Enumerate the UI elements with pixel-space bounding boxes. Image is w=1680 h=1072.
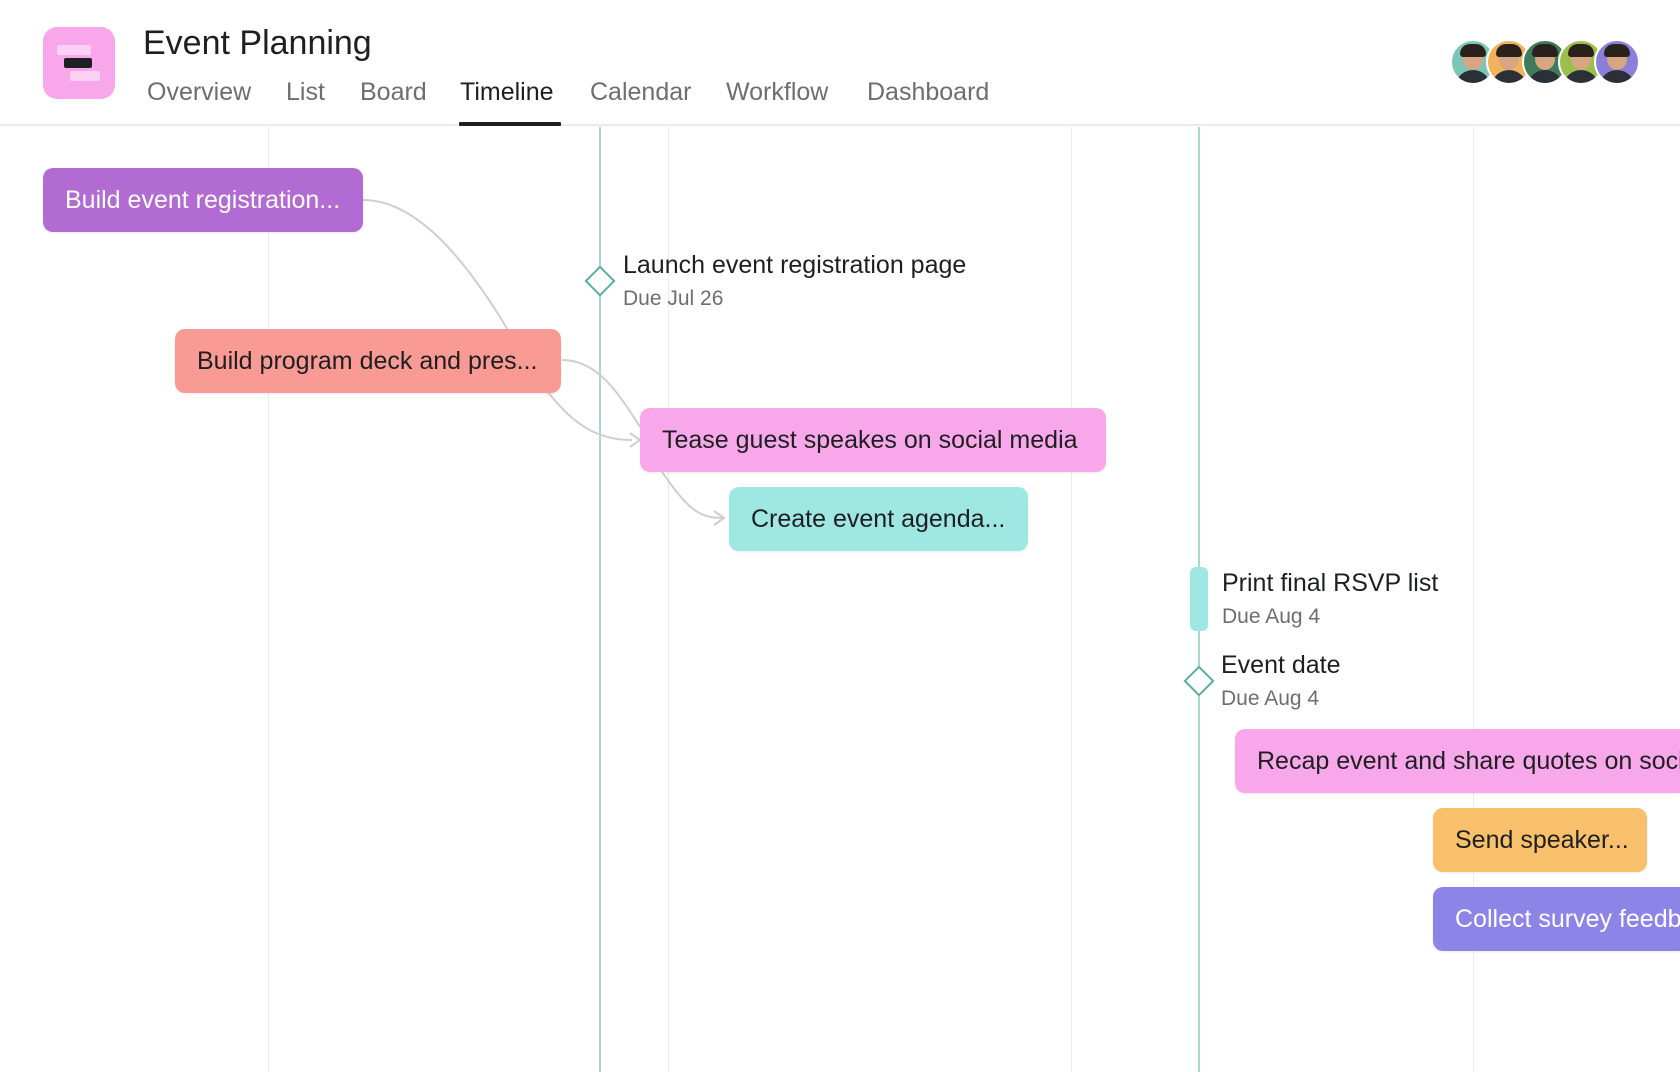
avatar-hair [1532,44,1558,57]
milestone-title[interactable]: Launch event registration page [623,251,967,279]
project-icon-bar [57,45,91,55]
avatar-body [1455,70,1491,83]
project-title[interactable]: Event Planning [143,24,372,62]
timeline-canvas[interactable]: Build event registration... Build progra… [0,127,1680,1072]
tab-board[interactable]: Board [360,78,427,106]
timeline-gridline [268,127,269,1072]
project-timeline-icon[interactable] [43,27,115,99]
user-avatar-icon[interactable] [1558,39,1604,85]
task-bar[interactable]: Create event agenda... [729,487,1028,551]
avatar-hair [1568,44,1594,57]
task-bar[interactable]: Build program deck and pres... [175,329,561,393]
avatar-body [1491,70,1527,83]
milestone-due-date: Due Jul 26 [623,287,724,310]
task-bar[interactable]: Build event registration... [43,168,363,232]
task-bar[interactable]: Collect survey feedback [1433,887,1680,951]
timeline-gridline [668,127,669,1072]
avatar-hair [1604,44,1630,57]
project-header: Event Planning Overview List Board Timel… [0,0,1680,126]
milestone-title[interactable]: Event date [1221,651,1341,679]
milestone-due-date: Due Aug 4 [1221,687,1320,710]
task-title[interactable]: Print final RSVP list [1222,569,1439,597]
task-bar[interactable]: Recap event and share quotes on social [1235,729,1680,793]
milestone-date-line [599,127,601,1072]
timeline-gridline [1071,127,1072,1072]
tab-workflow[interactable]: Workflow [726,78,829,106]
task-bar-icon[interactable] [1190,567,1208,631]
avatar-hair [1460,44,1486,57]
dependency-connectors [362,199,726,526]
task-bar[interactable]: Send speaker... [1433,808,1647,872]
avatar-body [1527,70,1563,83]
tab-list[interactable]: List [286,78,325,106]
tab-calendar[interactable]: Calendar [590,78,692,106]
timeline-gridline [1473,127,1474,1072]
task-due-date: Due Aug 4 [1222,605,1321,628]
avatar-hair [1496,44,1522,57]
project-icon-bar [64,58,92,68]
task-bar[interactable]: Tease guest speakes on social media [640,408,1106,472]
tab-dashboard[interactable]: Dashboard [867,78,990,106]
tab-overview[interactable]: Overview [147,78,252,106]
avatar-body [1599,70,1635,83]
active-tab-indicator [459,122,561,126]
avatar-body [1563,70,1599,83]
project-icon-bar [70,71,100,81]
user-avatar-icon[interactable] [1594,39,1640,85]
tab-timeline[interactable]: Timeline [460,78,554,106]
